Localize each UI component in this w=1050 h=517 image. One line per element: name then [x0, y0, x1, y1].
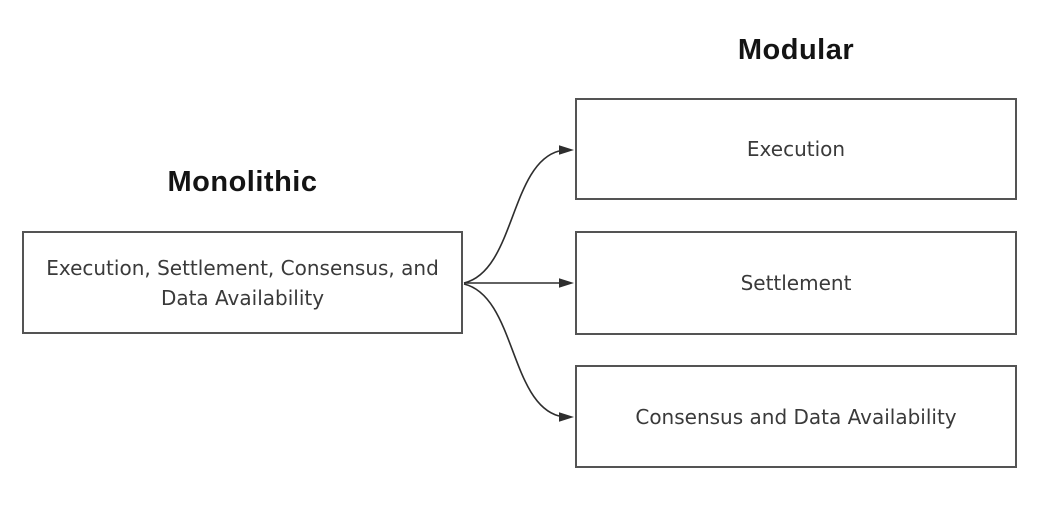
arrow-to-execution-line	[463, 150, 560, 284]
monolithic-box-label-line-2: Data Availability	[160, 285, 325, 310]
monolithic-box: Execution, Settlement, Consensus, and Da…	[22, 231, 463, 334]
modular-box-settlement: Settlement	[575, 231, 1017, 335]
monolithic-box-label-line-1: Execution, Settlement, Consensus, and	[46, 255, 439, 280]
monolithic-box-label: Execution, Settlement, Consensus, and Da…	[46, 253, 439, 313]
arrow-to-settlement-head-icon	[559, 278, 574, 288]
modular-box-execution: Execution	[575, 98, 1017, 200]
arrow-to-execution-head-icon	[559, 145, 574, 155]
modular-box-consensus: Consensus and Data Availability	[575, 365, 1017, 468]
modular-box-execution-label: Execution	[746, 137, 846, 161]
monolithic-title: Monolithic	[167, 166, 318, 198]
arrow-to-consensus-line	[463, 283, 560, 417]
modular-title: Modular	[737, 34, 855, 66]
modular-box-consensus-label: Consensus and Data Availability	[635, 404, 957, 429]
modular-box-settlement-label: Settlement	[740, 271, 852, 295]
arrow-to-consensus-head-icon	[559, 412, 574, 422]
